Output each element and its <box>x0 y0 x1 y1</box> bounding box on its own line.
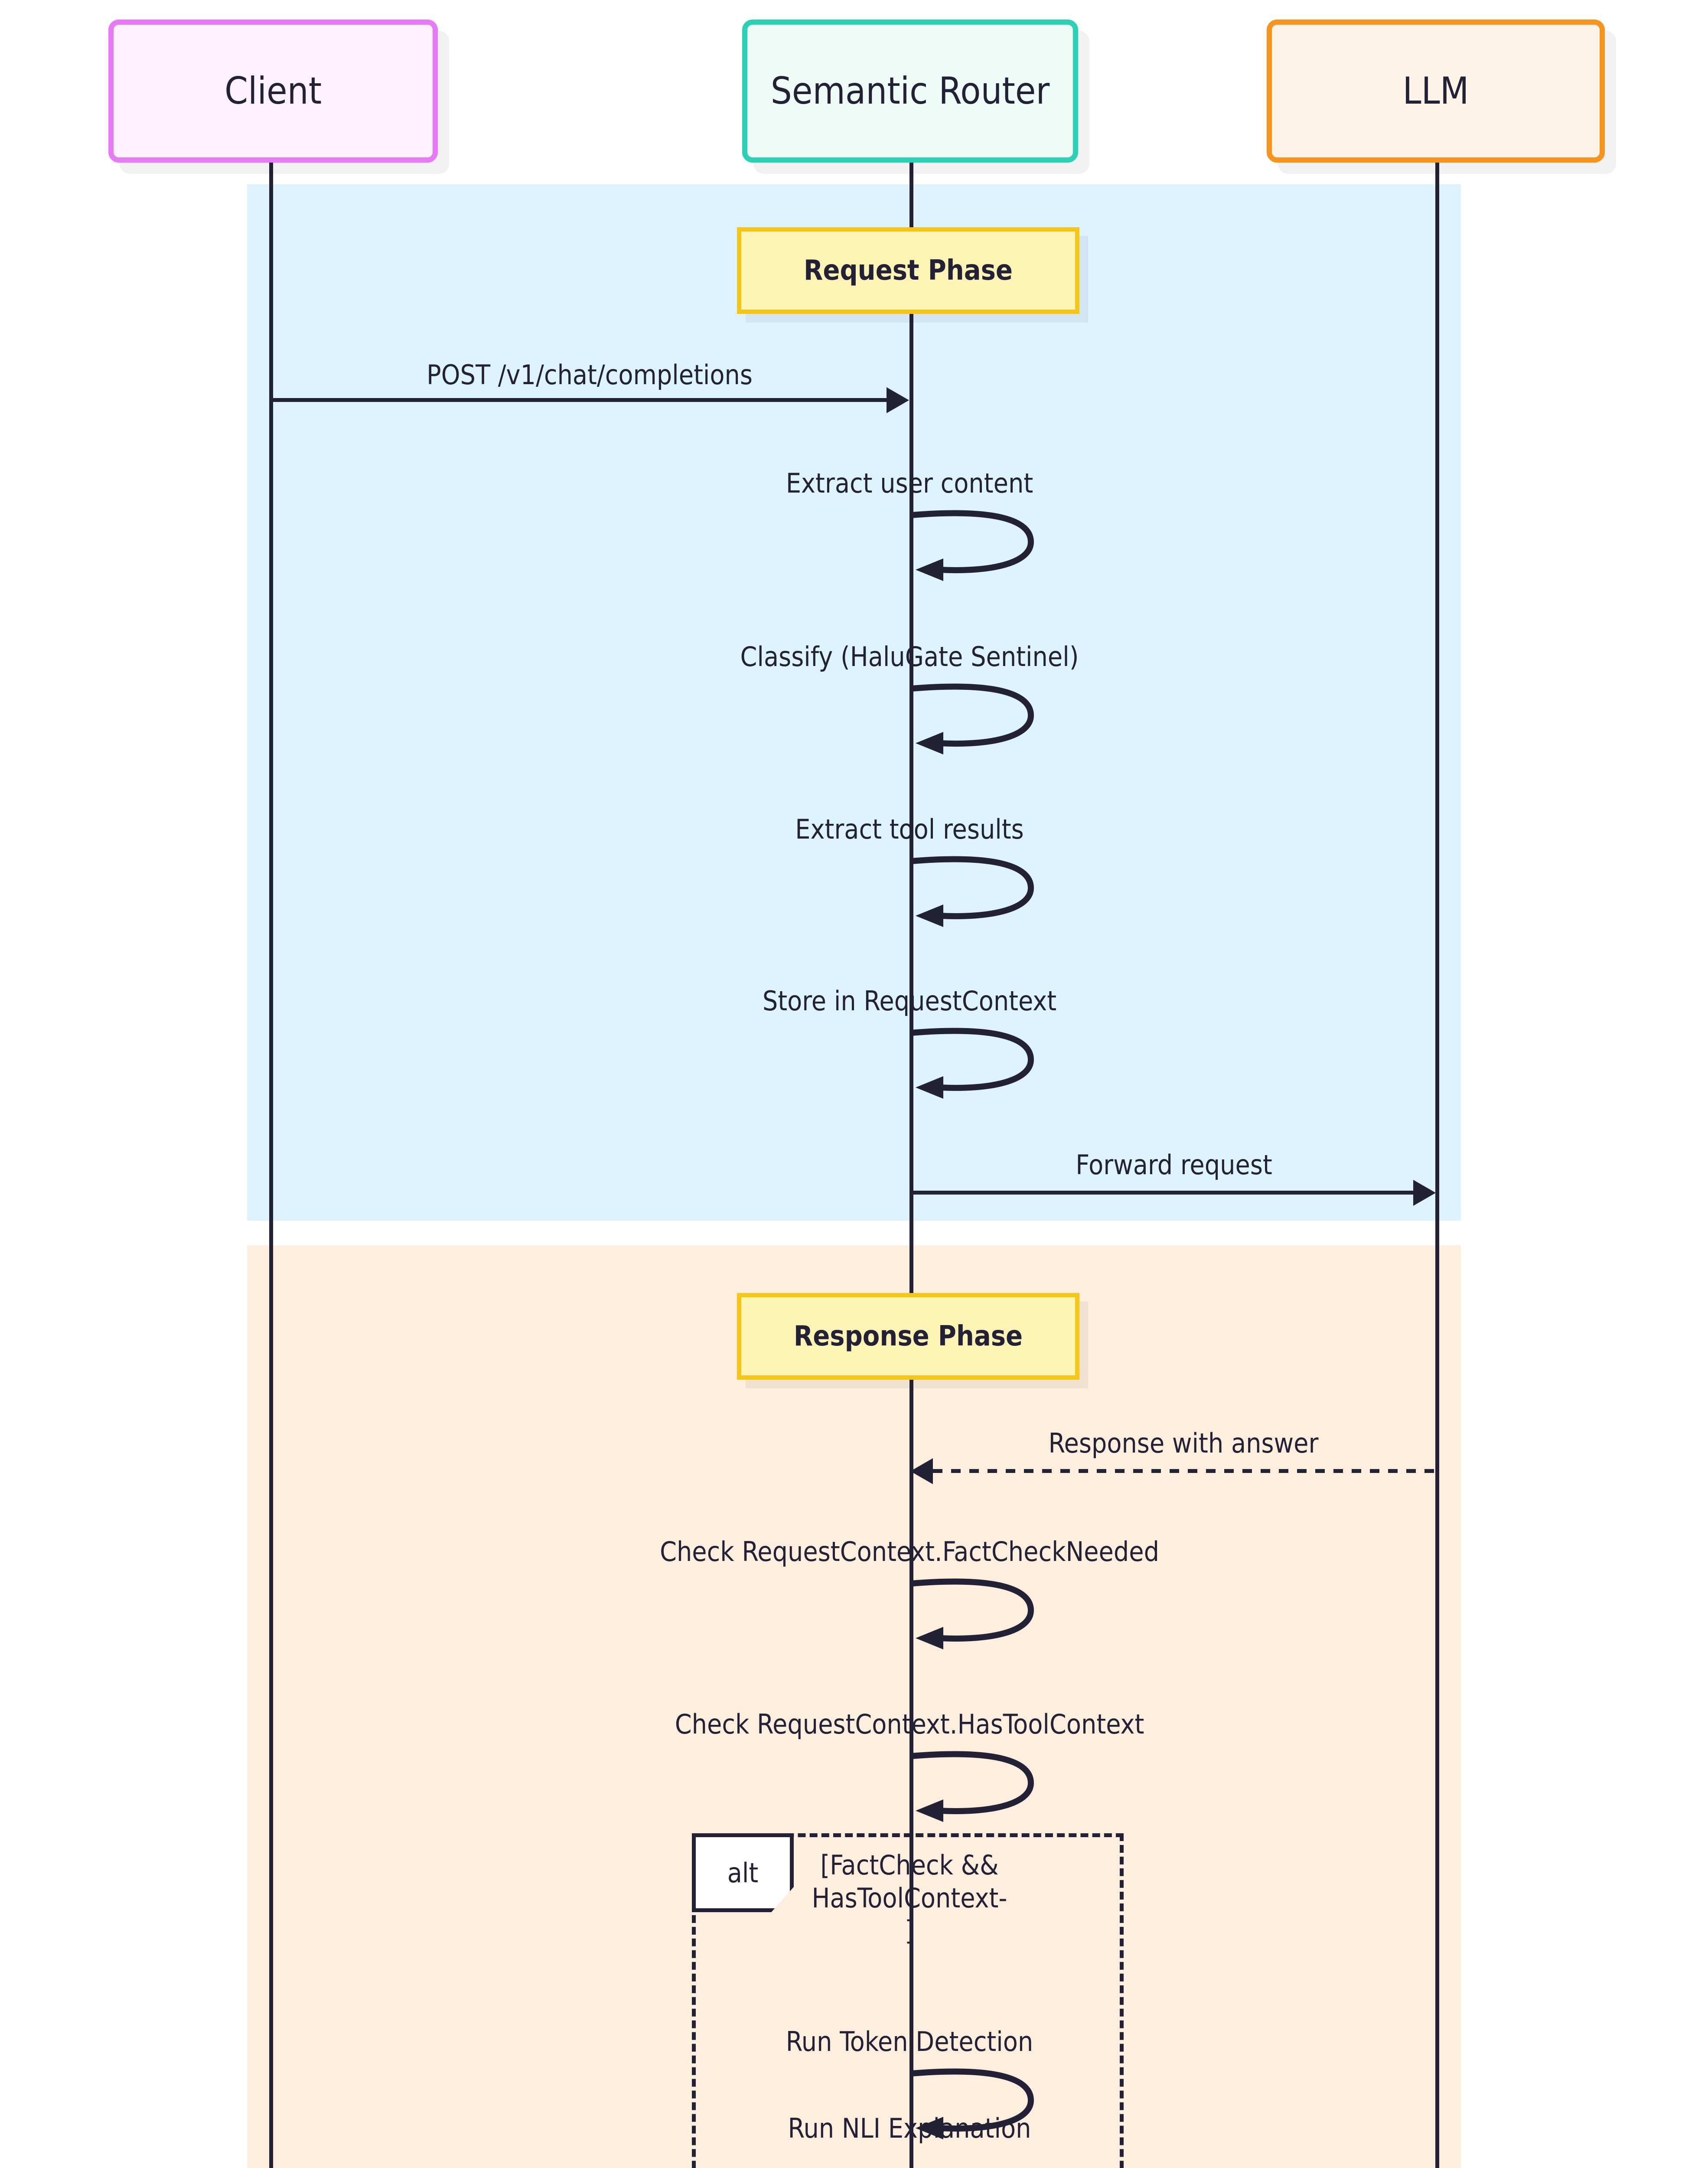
lifeline-router <box>909 163 913 2168</box>
message-label-post-completions: POST /v1/chat/completions <box>427 359 753 391</box>
message-arrowhead-response-with-answer <box>910 1458 933 1484</box>
self-loop-check-hastoolcontext <box>909 1751 1048 1822</box>
phase-chip-response-label: Response Phase <box>793 1320 1023 1352</box>
message-arrowhead-post-completions <box>887 387 909 413</box>
alt-fragment-frame <box>692 1833 1124 2168</box>
alt-branch1-condition-line3: ] <box>905 1915 914 1947</box>
alt-fragment-keyword: alt <box>727 1857 759 1889</box>
alt-branch1-condition: [FactCheck && HasToolContext- ] <box>758 1849 1061 1947</box>
actor-header-client[interactable]: Client <box>108 20 438 163</box>
alt-branch1-condition-line2: HasToolContext- <box>812 1882 1007 1914</box>
self-loop-check-factcheckneeded <box>909 1578 1048 1649</box>
message-label-classify-halugate-sentinel: Classify (HaluGate Sentinel) <box>740 641 1079 673</box>
alt-fragment-tag: alt <box>692 1833 794 1912</box>
alt-branch1-condition-line1: [FactCheck && <box>820 1849 999 1881</box>
message-label-store-in-requestcontext: Store in RequestContext <box>762 985 1057 1017</box>
message-label-forward-request: Forward request <box>1076 1149 1272 1181</box>
message-label-response-with-answer: Response with answer <box>1048 1427 1319 1459</box>
actor-label-llm: LLM <box>1402 69 1469 113</box>
message-arrowhead-forward-request <box>1413 1180 1436 1206</box>
message-line-response-with-answer <box>933 1469 1436 1473</box>
self-loop-store-in-requestcontext <box>909 1028 1048 1099</box>
message-label-extract-user-content: Extract user content <box>786 467 1033 499</box>
message-label-run-token-detection: Run Token Detection <box>786 2026 1033 2057</box>
request-phase-band <box>247 184 1461 1221</box>
response-phase-band <box>247 1245 1461 2168</box>
phase-chip-response: Response Phase <box>737 1293 1079 1380</box>
self-loop-run-token-detection <box>909 2068 1048 2139</box>
self-loop-extract-tool-results <box>909 856 1048 927</box>
phase-chip-request-label: Request Phase <box>804 255 1013 287</box>
message-label-extract-tool-results: Extract tool results <box>795 813 1024 845</box>
actor-label-client: Client <box>224 69 322 113</box>
message-line-forward-request <box>910 1191 1413 1195</box>
actor-header-llm[interactable]: LLM <box>1267 20 1605 163</box>
actor-header-router[interactable]: Semantic Router <box>742 20 1078 163</box>
message-label-run-nli-explanation: Run NLI Explanation <box>788 2112 1031 2144</box>
actor-label-router: Semantic Router <box>770 69 1050 113</box>
phase-chip-request: Request Phase <box>737 227 1079 314</box>
self-loop-extract-user-content <box>909 510 1048 581</box>
self-loop-classify-halugate-sentinel <box>909 683 1048 754</box>
message-line-post-completions <box>271 398 887 402</box>
lifeline-llm <box>1435 163 1439 2168</box>
message-label-check-hastoolcontext: Check RequestContext.HasToolContext <box>675 1708 1144 1740</box>
lifeline-client <box>269 163 273 2168</box>
message-label-check-factcheckneeded: Check RequestContext.FactCheckNeeded <box>659 1536 1160 1567</box>
